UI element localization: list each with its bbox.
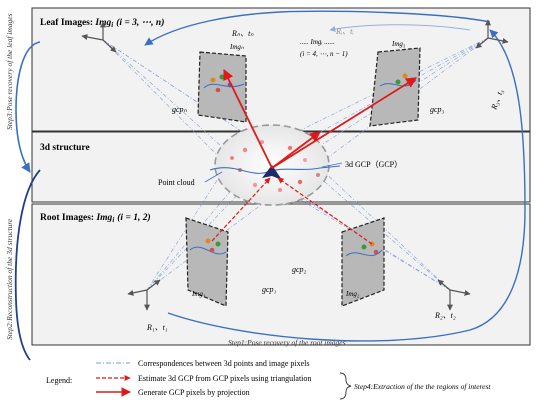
image-plane-2 bbox=[341, 217, 385, 307]
image-plane-3 bbox=[369, 47, 421, 127]
point-cloud-pointer bbox=[204, 171, 223, 183]
step1-arc bbox=[167, 29, 526, 342]
structure-panel-title: 3d structure bbox=[40, 143, 90, 153]
step4-label: Step4:Extraction of the the regions of i… bbox=[354, 382, 491, 391]
label-gcp-2: gcp₂ bbox=[292, 265, 307, 274]
label-gcp-1: gcp₁ bbox=[262, 285, 277, 294]
step3-bracket bbox=[15, 41, 41, 173]
point-cloud-label: Point cloud bbox=[158, 178, 195, 187]
projection-arrows bbox=[211, 69, 417, 245]
root-panel-title: Root Images: Imgi(i = 1, 2) bbox=[40, 212, 151, 224]
label-gcp-3: gcp₃ bbox=[430, 105, 445, 114]
image-plane-1 bbox=[185, 217, 229, 307]
legend-item-3: Generate GCP pixels by projection bbox=[138, 388, 250, 397]
camera-n bbox=[81, 21, 117, 53]
label-img-n: Imgₙ bbox=[229, 43, 244, 51]
label-img-2: Img₂ bbox=[345, 290, 360, 298]
point-cloud-points bbox=[230, 140, 320, 192]
gcp-3d-marker bbox=[262, 165, 282, 180]
label-img-i: ..... Imgᵢ ...... bbox=[300, 38, 335, 46]
label-pose-i: Rᵢ、tᵢ bbox=[335, 27, 354, 36]
step1-label: Step1:Pose recovery of the root images bbox=[228, 338, 346, 347]
root-images-panel bbox=[31, 203, 531, 346]
label-pose-1: R₁、t₁ bbox=[146, 323, 168, 332]
label-img-i-range: (i = 4, ⋯, n − 1) bbox=[300, 50, 348, 58]
label-pose-2: R₂、t₂ bbox=[434, 311, 456, 320]
legend: Legend: Correspondences between 3d point… bbox=[46, 359, 491, 400]
gcp-3d-pointer bbox=[321, 162, 343, 168]
top-arc-inner bbox=[329, 24, 471, 32]
step2-bracket bbox=[14, 169, 41, 361]
label-img-1: Img₁ bbox=[191, 290, 205, 298]
label-pose-n: Rₙ、tₙ bbox=[231, 29, 254, 38]
label-img-3: Img₃ bbox=[391, 40, 406, 48]
legend-item-1: Correspondences between 3d points and im… bbox=[138, 359, 310, 368]
top-arc bbox=[144, 10, 491, 46]
camera-3 bbox=[475, 19, 509, 49]
leaf-images-panel bbox=[31, 7, 531, 132]
legend-title: Legend: bbox=[46, 376, 72, 385]
gcp-3d-label: 3d GCP（GCP） bbox=[345, 160, 402, 169]
step3-label: Step3:Pose recovery of the leaf images bbox=[5, 13, 14, 130]
camera-2 bbox=[437, 279, 471, 311]
image-plane-n bbox=[197, 51, 247, 123]
legend-item-2: Estimate 3d GCP from GCP pixels using tr… bbox=[138, 374, 311, 383]
label-gcp-n: gcpₙ bbox=[172, 105, 188, 114]
step2-label: Step2:Reconstruction of the 3d structure bbox=[5, 218, 14, 340]
step4-brace bbox=[339, 372, 352, 400]
leaf-panel-title: Leaf Images: Imgi(i = 3, ⋯, n) bbox=[40, 17, 164, 29]
camera-1 bbox=[127, 279, 161, 311]
